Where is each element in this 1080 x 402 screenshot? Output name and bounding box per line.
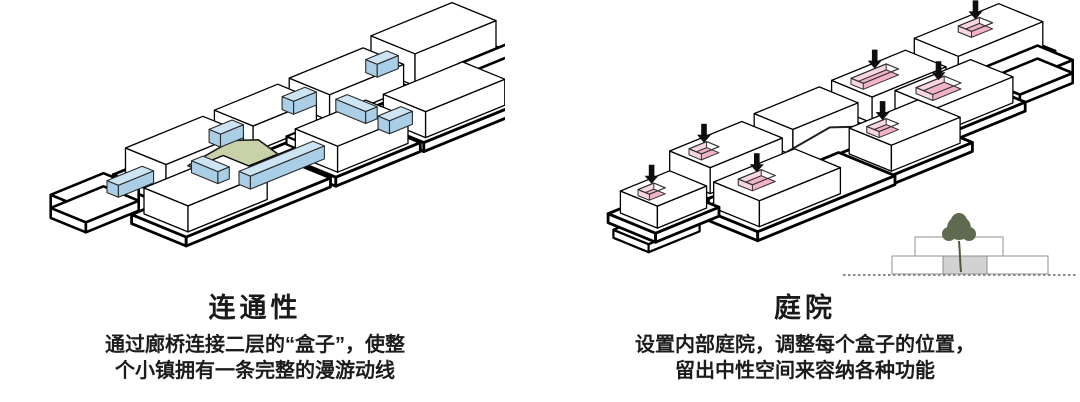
panel-title-courtyard: 庭院 [774, 293, 836, 323]
panel-title-connectivity: 连通性 [208, 293, 302, 323]
tree-icon [962, 227, 976, 241]
courtyard-rim [688, 141, 720, 155]
arrow-down-icon [867, 49, 882, 69]
courtyard-axonometric-diagram [606, 0, 1078, 276]
bridge [281, 86, 317, 102]
arrow-down-icon [749, 153, 764, 173]
tree-icon [951, 213, 967, 229]
caption-line-2: 个小镇拥有一条完整的漫游动线 [115, 360, 395, 382]
courtyard-panel: 庭院 设置内部庭院，调整每个盒子的位置， 留出中性空间来容纳各种功能 [535, 0, 1078, 402]
bridge [335, 94, 378, 113]
bridge [365, 50, 399, 65]
courtyard-rim [737, 169, 776, 186]
building-box [370, 1, 497, 55]
arrow-down-icon [644, 164, 659, 184]
courtyard-section-inset [843, 213, 1078, 276]
caption-line-1: 设置内部庭院，调整每个盒子的位置， [635, 334, 975, 356]
bridge [106, 165, 155, 186]
courtyard-rim [850, 63, 900, 84]
caption-line-2: 留出中性空间来容纳各种功能 [675, 360, 935, 382]
building-box [753, 86, 859, 131]
panel-caption-courtyard: 设置内部庭院，调整每个盒子的位置， 留出中性空间来容纳各种功能 [535, 332, 1075, 384]
arrow-down-icon [875, 101, 890, 121]
arrow-down-icon [968, 0, 983, 20]
bridge [377, 106, 413, 122]
section-block [891, 255, 944, 275]
bridge [190, 155, 230, 173]
courtyard-rim [637, 182, 666, 195]
courtyard-rim [957, 16, 994, 32]
caption-line-1: 通过廊桥连接二层的“盒子”，使整 [105, 334, 405, 356]
connectivity-axonometric-diagram [49, 1, 505, 248]
section-courtyard [942, 255, 988, 275]
arrow-down-icon [697, 123, 711, 143]
arrow-down-icon [931, 61, 946, 81]
courtyard-rim [915, 75, 962, 96]
bridge [238, 140, 325, 177]
connectivity-panel: 连通性 通过廊桥连接二层的“盒子”，使整 个小镇拥有一条完整的漫游动线 [5, 0, 505, 402]
tree-icon [942, 227, 956, 241]
courtyard-rim [866, 117, 900, 133]
building-box [382, 61, 505, 113]
bridge [208, 119, 244, 135]
panel-caption-connectivity: 通过廊桥连接二层的“盒子”，使整 个小镇拥有一条完整的漫游动线 [5, 332, 505, 384]
section-block [986, 255, 1049, 275]
tree-trunk [958, 240, 962, 273]
